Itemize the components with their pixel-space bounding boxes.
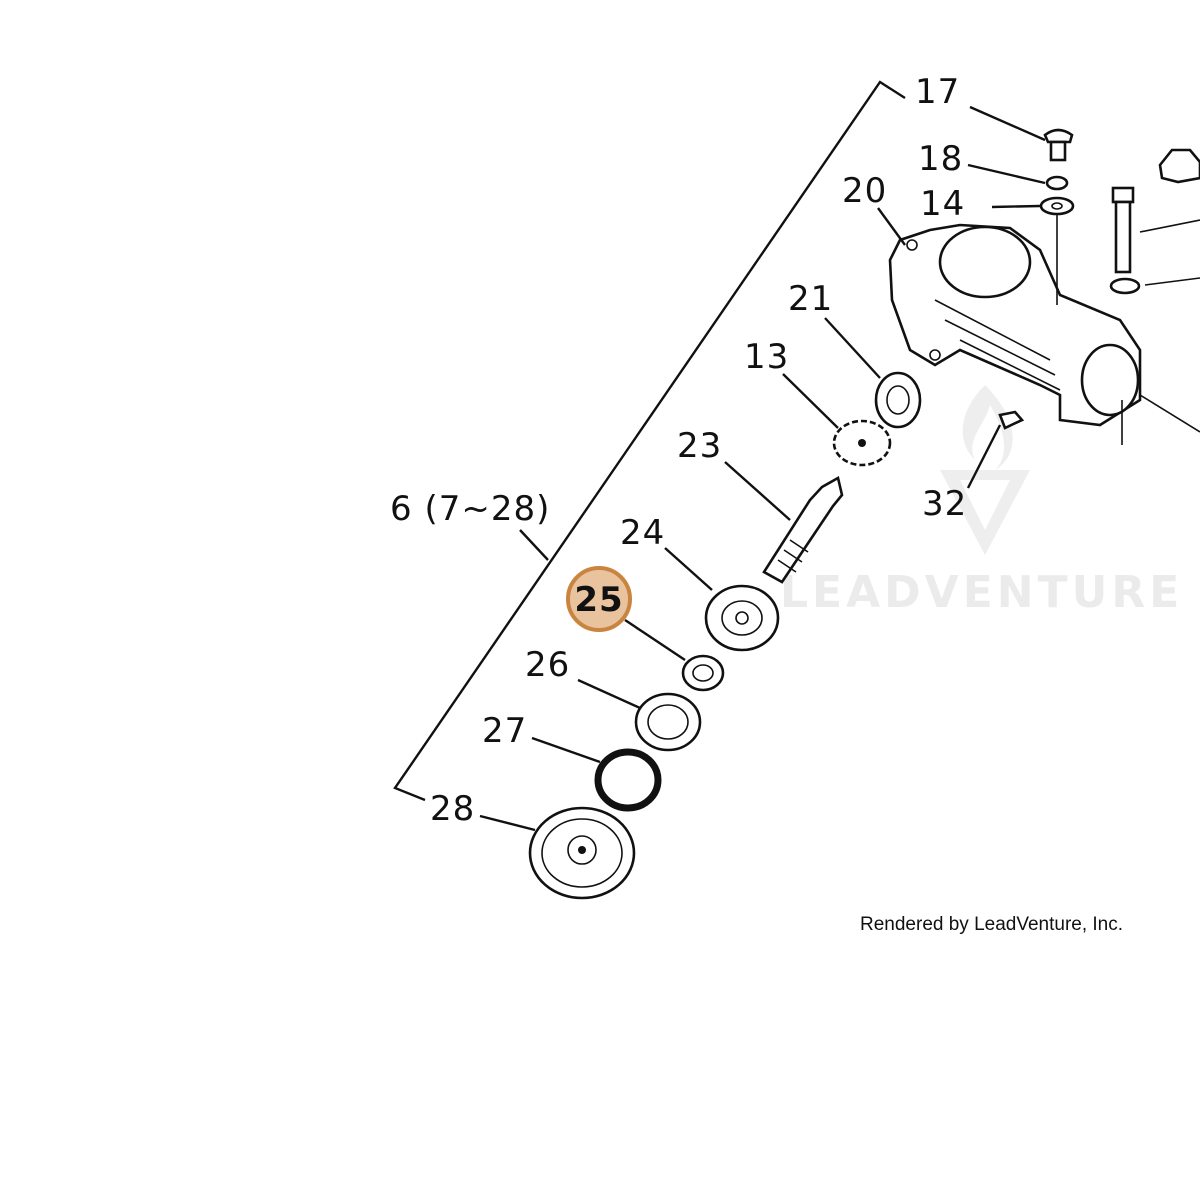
watermark-text: LEADVENTURE xyxy=(780,567,1183,618)
callout-27[interactable]: 27 xyxy=(482,711,527,751)
part-21-bearing xyxy=(874,371,922,429)
watermark-v-icon xyxy=(940,470,1030,555)
callout-17[interactable]: 17 xyxy=(915,72,960,112)
part-23-shaft xyxy=(762,476,844,584)
assembly-bracket xyxy=(393,80,906,802)
bracket-lead-6 xyxy=(519,529,549,561)
callout-23[interactable]: 23 xyxy=(677,426,722,466)
part-27-o-ring xyxy=(594,748,662,812)
callout-28[interactable]: 28 xyxy=(430,789,475,829)
callout-25[interactable]: 25 xyxy=(574,580,623,620)
watermark: LEADVENTURE xyxy=(780,385,1183,618)
bolt-upper-right xyxy=(1109,148,1200,295)
watermark-flame-icon xyxy=(962,385,1013,470)
callout-18[interactable]: 18 xyxy=(918,139,963,179)
part-25-collar xyxy=(681,654,725,692)
part-26-oil-seal xyxy=(634,692,702,752)
part-18-washer xyxy=(1045,175,1069,191)
render-credit: Rendered by LeadVenture, Inc. xyxy=(860,914,1123,935)
callout-24[interactable]: 24 xyxy=(620,513,665,553)
callout-32[interactable]: 32 xyxy=(922,484,967,524)
callout-20[interactable]: 20 xyxy=(842,171,887,211)
leader-lines xyxy=(479,105,1046,832)
part-13-gear xyxy=(832,419,892,467)
callout-25-highlight[interactable]: 25 xyxy=(566,566,632,632)
callout-6[interactable]: 6 (7~28) xyxy=(390,489,550,529)
part-32-nut xyxy=(998,410,1025,430)
callout-13[interactable]: 13 xyxy=(744,337,789,377)
callout-26[interactable]: 26 xyxy=(525,645,570,685)
part-28-cover xyxy=(528,806,636,900)
callout-14[interactable]: 14 xyxy=(920,184,965,224)
part-14-washer xyxy=(1039,196,1075,216)
highlight-circle xyxy=(566,566,632,632)
callout-21[interactable]: 21 xyxy=(788,279,833,319)
part-20-gear-case xyxy=(888,223,1142,445)
part-17-screw xyxy=(1043,128,1074,162)
part-24-bearing xyxy=(704,584,780,652)
